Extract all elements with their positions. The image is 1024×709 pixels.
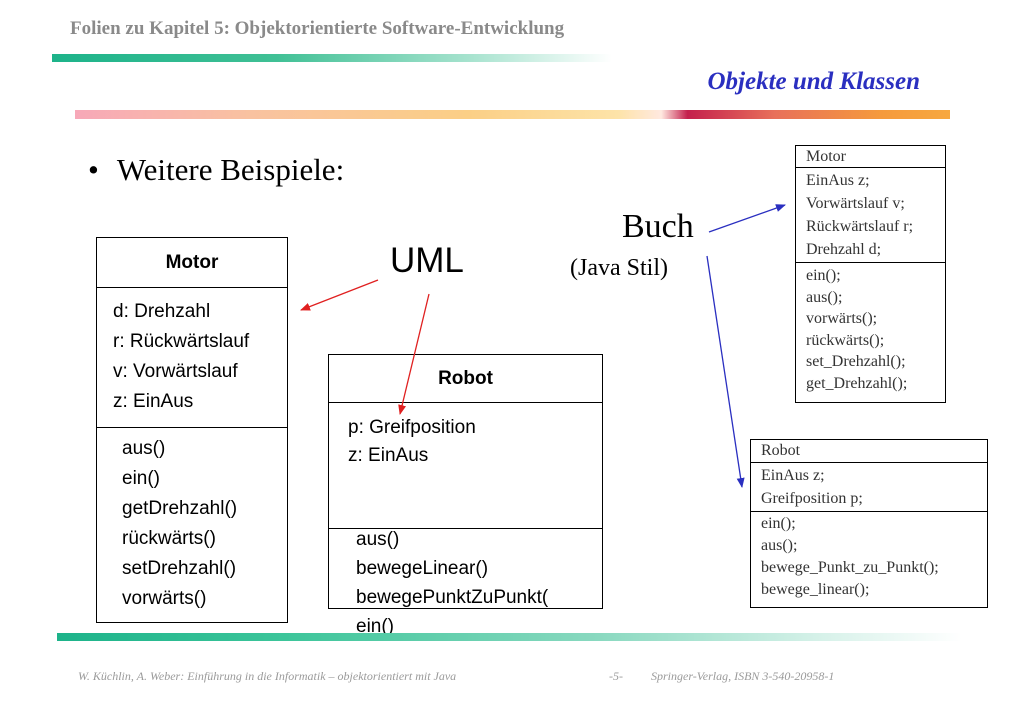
attribute: z: EinAus [113, 391, 194, 412]
attribute: p: Greifposition [348, 417, 476, 438]
attribute: z: EinAus [348, 445, 429, 466]
attribute: Drehzahl d; [806, 241, 882, 258]
attribute-section: EinAus z; Greifposition p; [751, 463, 987, 512]
operation-section: aus() ein() getDrehzahl() rückwärts() se… [97, 428, 287, 614]
operation: ein(); [761, 515, 796, 532]
attribute: v: Vorwärtslauf [113, 361, 238, 382]
uml-class-robot: Robot p: Greifposition z: EinAus aus() b… [328, 354, 603, 637]
operation: bewege_Punkt_zu_Punkt(); [761, 559, 939, 576]
operation: ein() [356, 616, 395, 637]
attribute: Greifposition p; [761, 490, 863, 507]
attribute-section: EinAus z; Vorwärtslauf v; Rückwärtslauf … [796, 168, 945, 263]
operation: get_Drehzahl(); [806, 374, 908, 392]
buch-label: Buch [622, 208, 694, 245]
attribute: Vorwärtslauf v; [806, 195, 905, 212]
buch-to-robot-arrow [706, 255, 745, 488]
attribute: r: Rückwärtslauf [113, 331, 250, 352]
operation: aus(); [761, 537, 798, 554]
class-name: Motor [796, 146, 945, 168]
operation: aus() [356, 529, 400, 550]
uml-to-motor-arrow [300, 279, 379, 311]
operation: ein() [122, 468, 161, 489]
buch-to-motor-arrow [708, 204, 786, 233]
attribute: EinAus z; [806, 172, 870, 189]
operation-section: ein(); aus(); vorwärts(); rückwärts(); s… [796, 263, 945, 394]
operation: rückwärts(); [806, 331, 885, 349]
header-divider [52, 54, 612, 62]
java-stil-label: (Java Stil) [570, 255, 668, 281]
bullet-point: • Weitere Beispiele: [88, 152, 344, 188]
uml-class-motor: Motor d: Drehzahl r: Rückwärtslauf v: Vo… [96, 237, 288, 623]
operation-section: ein(); aus(); bewege_Punkt_zu_Punkt(); b… [751, 512, 987, 601]
attribute-section: d: Drehzahl r: Rückwärtslauf v: Vorwärts… [97, 288, 287, 428]
operation: rückwärts() [122, 528, 216, 549]
operation: aus(); [806, 288, 843, 306]
operation: bewege_linear(); [761, 581, 870, 598]
title-divider [75, 110, 950, 119]
class-name: Motor [97, 238, 287, 288]
attribute: d: Drehzahl [113, 301, 211, 322]
attribute-section: p: Greifposition z: EinAus [329, 403, 602, 529]
operation: aus() [122, 438, 166, 459]
class-name: Robot [329, 355, 602, 403]
attribute: EinAus z; [761, 467, 825, 484]
uml-label: UML [390, 241, 464, 280]
footer-page-number: -5- [609, 669, 623, 683]
operation: setDrehzahl() [122, 558, 237, 579]
operation: vorwärts(); [806, 310, 878, 327]
slide-title: Objekte und Klassen [707, 68, 920, 95]
operation: getDrehzahl() [122, 498, 238, 519]
operation: bewegeLinear() [356, 558, 489, 579]
operation: ein(); [806, 267, 841, 284]
bullet-text: Weitere Beispiele: [116, 152, 345, 187]
java-class-motor: Motor EinAus z; Vorwärtslauf v; Rückwärt… [795, 145, 946, 403]
class-name: Robot [751, 440, 987, 463]
operation: vorwärts() [122, 588, 207, 609]
bullet-icon: • [88, 152, 99, 187]
footer-authors: W. Küchlin, A. Weber: Einführung in die … [78, 669, 457, 683]
chapter-title: Folien zu Kapitel 5: Objektorientierte S… [70, 18, 565, 39]
operation: bewegePunktZuPunkt( [356, 587, 549, 608]
operation-section: aus() bewegeLinear() bewegePunktZuPunkt(… [329, 525, 602, 641]
footer-divider [57, 633, 962, 641]
footer-publisher: Springer-Verlag, ISBN 3-540-20958-1 [651, 669, 835, 683]
operation: set_Drehzahl(); [806, 353, 906, 370]
attribute: Rückwärtslauf r; [806, 218, 914, 235]
java-class-robot: Robot EinAus z; Greifposition p; ein(); … [750, 439, 988, 608]
